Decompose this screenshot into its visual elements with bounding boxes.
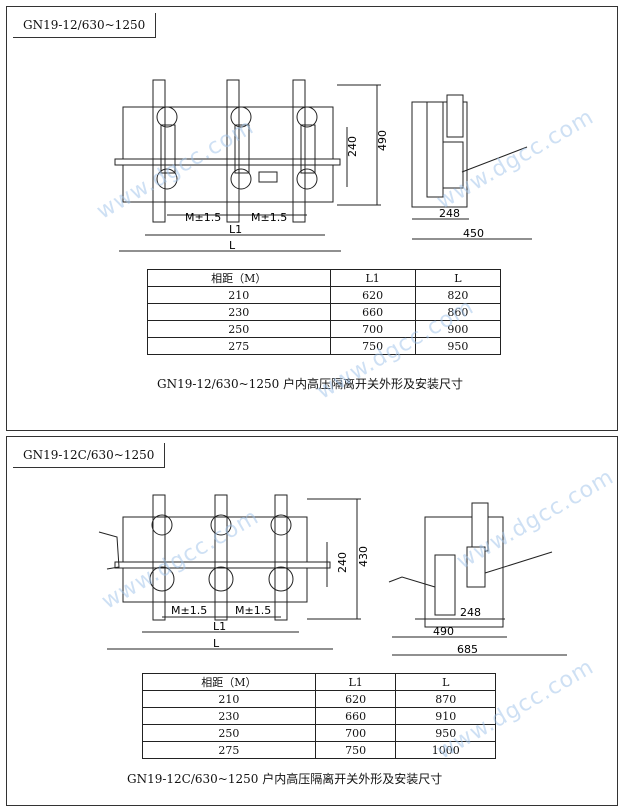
pole-2 bbox=[208, 494, 234, 621]
table-header-cell: L1 bbox=[314, 673, 397, 691]
table-cell: 230 bbox=[142, 707, 316, 725]
panel-gn19-12c: GN19-12C/630~1250 bbox=[6, 436, 618, 806]
panel-title: GN19-12C/630~1250 bbox=[13, 443, 166, 468]
dim-240: 240 bbox=[336, 552, 349, 573]
table-cell: 1000 bbox=[395, 741, 496, 759]
table-cell: 750 bbox=[329, 337, 416, 355]
dim-248: 248 bbox=[439, 207, 460, 220]
dim-l1: L1 bbox=[213, 620, 226, 633]
table-cell: 275 bbox=[147, 337, 331, 355]
figure-caption: GN19-12C/630~1250 户内高压隔离开关外形及安装尺寸 bbox=[127, 772, 443, 786]
pole-3 bbox=[268, 494, 294, 621]
dim-m-1: M±1.5 bbox=[171, 604, 207, 617]
dim-l: L bbox=[213, 637, 220, 650]
pole-1 bbox=[152, 79, 178, 223]
table-cell: 250 bbox=[142, 724, 316, 742]
dim-m-2: M±1.5 bbox=[235, 604, 271, 617]
table-cell: 870 bbox=[395, 690, 496, 708]
dim-m-2: M±1.5 bbox=[251, 211, 287, 224]
table-cell: 750 bbox=[314, 741, 397, 759]
dim-685: 685 bbox=[457, 643, 478, 656]
dim-430: 430 bbox=[357, 546, 370, 567]
table-header-cell: L1 bbox=[329, 269, 416, 287]
table-cell: 210 bbox=[142, 690, 316, 708]
dim-l1: L1 bbox=[229, 223, 242, 236]
front-view-drawing: 240 430 M±1.5 M±1.5 L1 L 248 490 685 bbox=[98, 494, 567, 656]
table-cell: 950 bbox=[414, 337, 502, 355]
front-view-drawing: 240 490 M±1.5 M±1.5 L1 L 248 450 bbox=[114, 79, 532, 252]
table-cell: 910 bbox=[395, 707, 496, 725]
table-cell: 820 bbox=[414, 286, 502, 304]
table-header-cell: L bbox=[414, 269, 502, 287]
pole-2 bbox=[226, 79, 252, 223]
figure-caption: GN19-12/630~1250 户内高压隔离开关外形及安装尺寸 bbox=[157, 377, 464, 391]
table-cell: 660 bbox=[314, 707, 397, 725]
table-cell: 660 bbox=[329, 303, 416, 321]
panel-gn19-12: GN19-12/630~1250 bbox=[6, 6, 618, 431]
dim-490: 490 bbox=[376, 130, 389, 151]
panel-title: GN19-12/630~1250 bbox=[13, 13, 157, 38]
pole-1 bbox=[149, 494, 175, 621]
table-header-row: 相距（M） L1 L bbox=[147, 269, 502, 287]
table-header-cell: 相距（M） bbox=[142, 673, 316, 691]
table-cell: 620 bbox=[314, 690, 397, 708]
table-cell: 620 bbox=[329, 286, 416, 304]
dim-m-1: M±1.5 bbox=[185, 211, 221, 224]
table-cell: 250 bbox=[147, 320, 331, 338]
pole-3 bbox=[292, 79, 318, 223]
dim-240: 240 bbox=[346, 136, 359, 157]
dim-450: 450 bbox=[463, 227, 484, 240]
dim-248: 248 bbox=[460, 606, 481, 619]
dim-l: L bbox=[229, 239, 236, 252]
table-cell: 860 bbox=[414, 303, 502, 321]
table-header-cell: L bbox=[395, 673, 496, 691]
dim-490: 490 bbox=[433, 625, 454, 638]
table-header-cell: 相距（M） bbox=[147, 269, 331, 287]
table-header-row: 相距（M） L1 L bbox=[142, 673, 496, 691]
table-cell: 700 bbox=[314, 724, 397, 742]
table-cell: 275 bbox=[142, 741, 316, 759]
table-cell: 210 bbox=[147, 286, 331, 304]
table-cell: 230 bbox=[147, 303, 331, 321]
